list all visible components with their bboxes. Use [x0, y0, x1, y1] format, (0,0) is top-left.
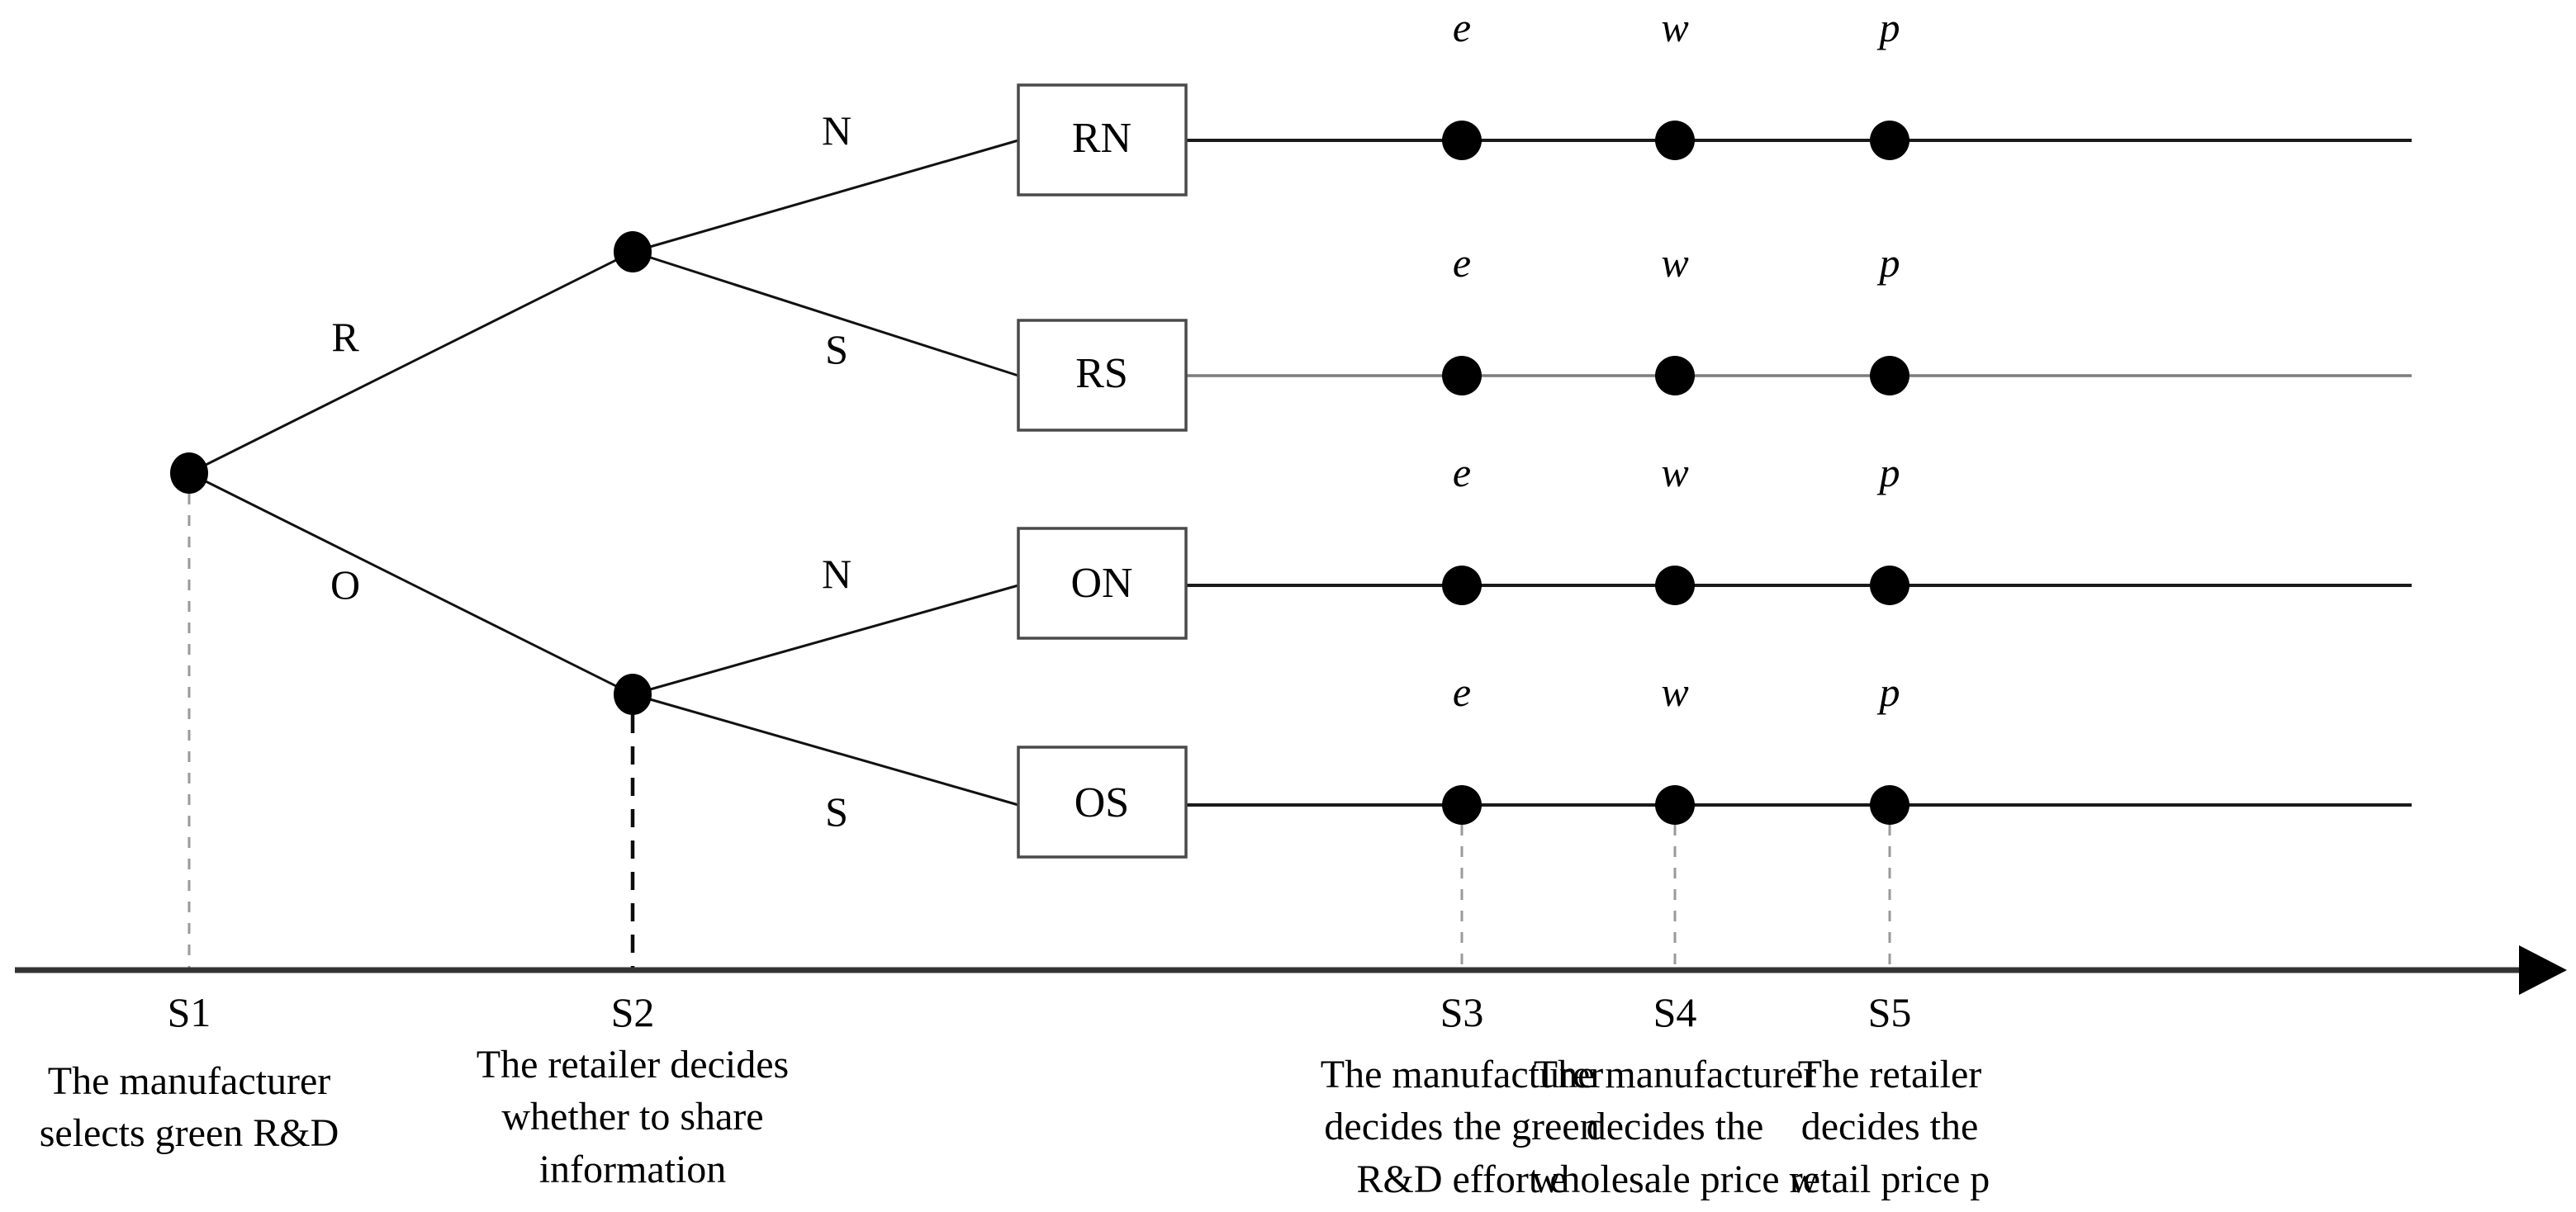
node-retailer-upper[interactable] — [614, 231, 652, 272]
edge-retailer-lower-to-OS — [632, 693, 1019, 807]
scenario-box-ON[interactable] — [1017, 527, 1188, 640]
scenario-box-RS[interactable] — [1017, 319, 1188, 432]
stage-tick-S4: S4 — [1653, 989, 1697, 1035]
scenario-box-OS[interactable] — [1017, 746, 1188, 859]
node-RN-p[interactable] — [1870, 121, 1909, 160]
var-label-RS-e: e — [1453, 239, 1471, 286]
branch-label-R: R — [331, 314, 359, 360]
scenario-box-label-OS: OS — [1075, 779, 1129, 826]
node-ON-w[interactable] — [1655, 566, 1695, 605]
var-label-OS-p: p — [1877, 669, 1900, 715]
stage-caption-S3: The manufacturer decides the green R&D e… — [1320, 1053, 1604, 1201]
stage-tick-S3: S3 — [1440, 989, 1484, 1035]
scenario-box-label-ON: ON — [1070, 560, 1132, 607]
var-label-ON-w: w — [1661, 449, 1688, 495]
branch-label-ON-share: N — [822, 551, 852, 597]
node-OS-e[interactable] — [1442, 785, 1482, 825]
scenario-box-label-RN: RN — [1072, 115, 1131, 162]
branch-label-RS-share: S — [825, 326, 848, 372]
node-ON-e[interactable] — [1442, 566, 1482, 605]
scenario-box-RN[interactable] — [1017, 83, 1188, 196]
stage-caption-S2: The retailer decides whether to share in… — [476, 1043, 790, 1191]
var-label-RN-e: e — [1453, 4, 1471, 50]
stage-tick-S1: S1 — [168, 989, 211, 1035]
branch-label-RN-share: N — [822, 107, 852, 154]
node-RS-e[interactable] — [1442, 356, 1482, 395]
stage-caption-S1: The manufacturer selects green R&D — [39, 1059, 339, 1156]
node-OS-p[interactable] — [1870, 785, 1909, 825]
var-label-RN-w: w — [1661, 4, 1688, 50]
branch-label-OS-share: S — [825, 788, 848, 835]
edge-retailer-lower-to-ON — [632, 584, 1019, 696]
node-root-manufacturer[interactable] — [170, 452, 208, 494]
edge-retailer-upper-to-RN — [632, 139, 1019, 253]
edge-retailer-upper-to-RS — [632, 250, 1019, 377]
stage-tick-S5: S5 — [1868, 989, 1912, 1035]
node-RN-w[interactable] — [1655, 121, 1695, 160]
node-RN-e[interactable] — [1442, 121, 1482, 160]
stage-caption-S5: The retailer decides the retail price p — [1789, 1053, 1990, 1201]
timeline-arrowhead-icon — [2519, 945, 2567, 995]
node-RS-p[interactable] — [1870, 356, 1909, 395]
scenario-box-label-RS: RS — [1075, 350, 1128, 397]
var-label-RS-p: p — [1877, 239, 1900, 286]
var-label-ON-e: e — [1453, 449, 1471, 495]
branch-label-O: O — [330, 561, 360, 608]
edge-root-to-retailer-R — [188, 250, 633, 475]
var-label-ON-p: p — [1877, 449, 1900, 495]
node-retailer-lower[interactable] — [614, 674, 652, 715]
node-OS-w[interactable] — [1655, 785, 1695, 825]
stage-tick-S2: S2 — [611, 989, 655, 1035]
stage-caption-S4: The manufacturer decides the wholesale p… — [1531, 1053, 1819, 1201]
edge-root-to-retailer-O — [188, 471, 633, 696]
node-RS-w[interactable] — [1655, 356, 1695, 395]
var-label-RS-w: w — [1661, 239, 1688, 286]
var-label-OS-w: w — [1661, 669, 1688, 715]
var-label-RN-p: p — [1877, 4, 1900, 50]
var-label-OS-e: e — [1453, 669, 1471, 715]
node-ON-p[interactable] — [1870, 566, 1909, 605]
